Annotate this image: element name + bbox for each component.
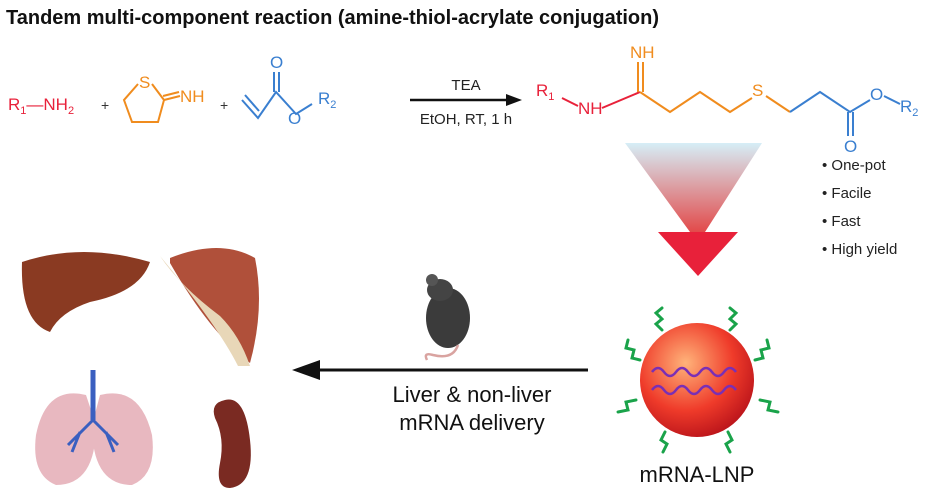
svg-text:S: S <box>139 73 150 92</box>
svg-text:O: O <box>288 109 301 128</box>
svg-text:O: O <box>270 53 283 72</box>
svg-text:• Facile: • Facile <box>822 185 871 202</box>
svg-text:O: O <box>870 85 883 104</box>
svg-text:R2: R2 <box>318 89 336 111</box>
liver-icon <box>21 252 150 332</box>
delivery-arrow: Liver & non-liver mRNA delivery <box>292 360 588 435</box>
svg-text:R1: R1 <box>536 81 554 103</box>
svg-text:NH: NH <box>578 99 603 118</box>
delivery-label-line1: Liver & non-liver <box>393 382 552 407</box>
plus-sign: + <box>101 97 109 113</box>
delivery-label-line2: mRNA delivery <box>399 410 544 435</box>
product-structure: R1 NH NH S O O R2 <box>536 43 918 156</box>
acrylate-reactant: O O R2 <box>241 53 336 128</box>
svg-text:S: S <box>752 81 763 100</box>
svg-text:R1—NH2: R1—NH2 <box>8 95 74 117</box>
svg-text:R2: R2 <box>900 97 918 119</box>
muscle-icon <box>160 248 259 366</box>
lnp-label: mRNA-LNP <box>640 462 755 487</box>
svg-text:• Fast: • Fast <box>822 213 861 230</box>
catalyst-label: TEA <box>451 77 480 94</box>
svg-text:NH: NH <box>630 43 655 62</box>
lungs-icon <box>35 370 153 485</box>
conditions-label: EtOH, RT, 1 h <box>420 111 512 128</box>
mrna-lnp-illustration: mRNA-LNP <box>616 306 780 487</box>
kidney-icon <box>213 399 251 488</box>
diagram-title: Tandem multi-component reaction (amine-t… <box>6 7 659 29</box>
svg-text:• High yield: • High yield <box>822 241 897 258</box>
svg-text:• One-pot: • One-pot <box>822 157 886 174</box>
plus-sign: + <box>220 97 228 113</box>
svg-text:NH: NH <box>180 87 205 106</box>
mouse-icon <box>424 274 470 361</box>
amine-reactant: R1—NH2 <box>8 95 74 117</box>
feature-list: • One-pot • Facile • Fast • High yield <box>822 157 897 258</box>
reaction-arrow: TEA EtOH, RT, 1 h <box>410 77 522 128</box>
svg-text:O: O <box>844 137 857 156</box>
thiolactone-reactant: S NH <box>122 73 205 123</box>
formulation-arrow <box>625 143 762 276</box>
